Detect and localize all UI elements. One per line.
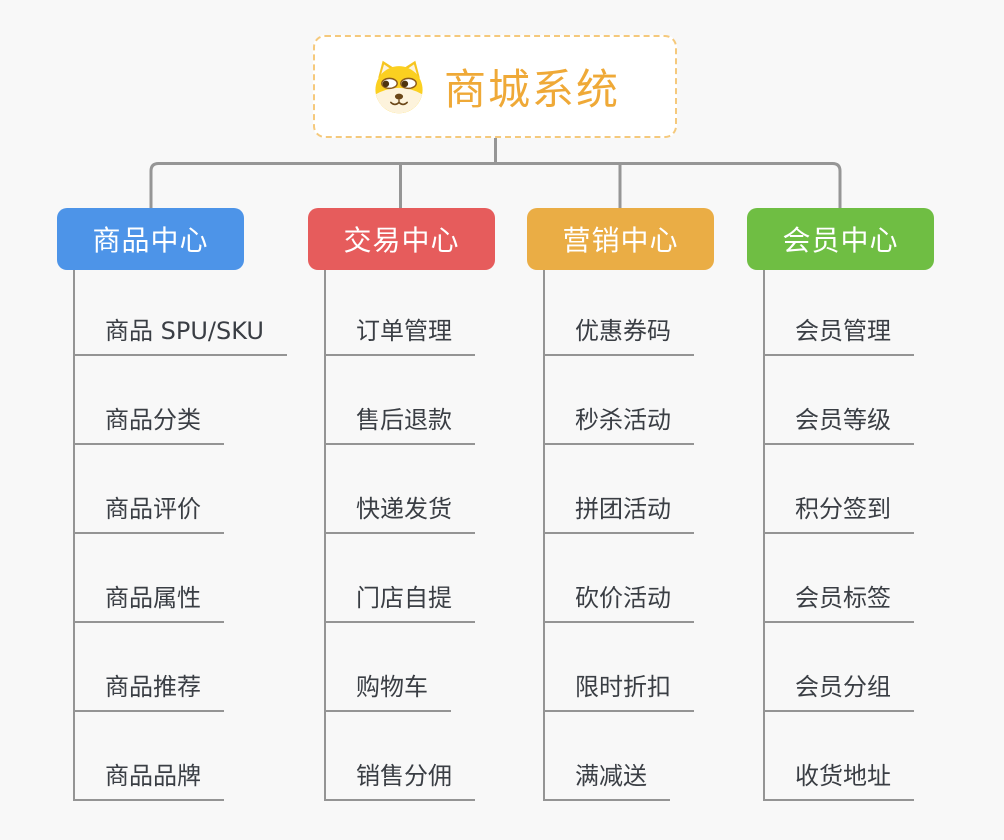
child-node-label[interactable]: 满减送 [545, 756, 670, 801]
child-node: 会员分组 [765, 623, 1004, 712]
branch-header-marketing-center[interactable]: 营销中心 [527, 208, 714, 270]
child-node-label[interactable]: 优惠券码 [545, 311, 694, 356]
child-node: 收货地址 [765, 712, 1004, 801]
child-node: 限时折扣 [545, 623, 787, 712]
branch-header-product-center[interactable]: 商品中心 [57, 208, 244, 270]
branch-product-center: 商品中心 商品 SPU/SKU 商品分类 商品评价 商品属性 商品推荐 商品品牌 [57, 208, 317, 801]
child-node: 商品品牌 [75, 712, 317, 801]
branch-header-trade-center[interactable]: 交易中心 [308, 208, 495, 270]
branch-children: 商品 SPU/SKU 商品分类 商品评价 商品属性 商品推荐 商品品牌 [73, 270, 317, 801]
child-node-label[interactable]: 会员分组 [765, 667, 914, 712]
child-node-label[interactable]: 商品品牌 [75, 756, 224, 801]
child-node: 会员标签 [765, 534, 1004, 623]
child-node: 快递发货 [326, 445, 568, 534]
child-node: 砍价活动 [545, 534, 787, 623]
child-node: 售后退款 [326, 356, 568, 445]
child-node: 优惠券码 [545, 270, 787, 356]
child-node-label[interactable]: 会员标签 [765, 578, 914, 623]
child-node-label[interactable]: 拼团活动 [545, 489, 694, 534]
child-node-label[interactable]: 商品 SPU/SKU [75, 311, 287, 356]
child-node: 订单管理 [326, 270, 568, 356]
branch-header-member-center[interactable]: 会员中心 [747, 208, 934, 270]
child-node-label[interactable]: 商品推荐 [75, 667, 224, 712]
child-node-label[interactable]: 收货地址 [765, 756, 914, 801]
child-node: 商品属性 [75, 534, 317, 623]
dog-face-icon [375, 60, 423, 113]
child-node: 拼团活动 [545, 445, 787, 534]
child-node: 销售分佣 [326, 712, 568, 801]
child-node: 满减送 [545, 712, 787, 801]
branch-children: 会员管理 会员等级 积分签到 会员标签 会员分组 收货地址 [763, 270, 1004, 801]
child-node-label[interactable]: 销售分佣 [326, 756, 475, 801]
branch-member-center: 会员中心 会员管理 会员等级 积分签到 会员标签 会员分组 收货地址 [747, 208, 1004, 801]
child-node: 商品 SPU/SKU [75, 270, 317, 356]
child-node-label[interactable]: 砍价活动 [545, 578, 694, 623]
child-node: 商品推荐 [75, 623, 317, 712]
child-node: 会员管理 [765, 270, 1004, 356]
child-node: 秒杀活动 [545, 356, 787, 445]
child-node-label[interactable]: 快递发货 [326, 489, 475, 534]
child-node: 积分签到 [765, 445, 1004, 534]
root-node[interactable]: 商城系统 [313, 35, 677, 138]
child-node: 商品评价 [75, 445, 317, 534]
child-node-label[interactable]: 积分签到 [765, 489, 914, 534]
branch-trade-center: 交易中心 订单管理 售后退款 快递发货 门店自提 购物车 销售分佣 [308, 208, 568, 801]
branch-marketing-center: 营销中心 优惠券码 秒杀活动 拼团活动 砍价活动 限时折扣 满减送 [527, 208, 787, 801]
child-node-label[interactable]: 商品评价 [75, 489, 224, 534]
child-node-label[interactable]: 商品属性 [75, 578, 224, 623]
child-node-label[interactable]: 门店自提 [326, 578, 475, 623]
child-node-label[interactable]: 购物车 [326, 667, 451, 712]
child-node-label[interactable]: 售后退款 [326, 400, 475, 445]
child-node-label[interactable]: 商品分类 [75, 400, 224, 445]
child-node-label[interactable]: 会员等级 [765, 400, 914, 445]
branch-children: 优惠券码 秒杀活动 拼团活动 砍价活动 限时折扣 满减送 [543, 270, 787, 801]
root-title: 商城系统 [443, 65, 620, 114]
child-node: 会员等级 [765, 356, 1004, 445]
child-node-label[interactable]: 会员管理 [765, 311, 914, 356]
child-node-label[interactable]: 订单管理 [326, 311, 475, 356]
child-node-label[interactable]: 限时折扣 [545, 667, 694, 712]
child-node: 门店自提 [326, 534, 568, 623]
child-node-label[interactable]: 秒杀活动 [545, 400, 694, 445]
branch-children: 订单管理 售后退款 快递发货 门店自提 购物车 销售分佣 [324, 270, 568, 801]
child-node: 购物车 [326, 623, 568, 712]
child-node: 商品分类 [75, 356, 317, 445]
